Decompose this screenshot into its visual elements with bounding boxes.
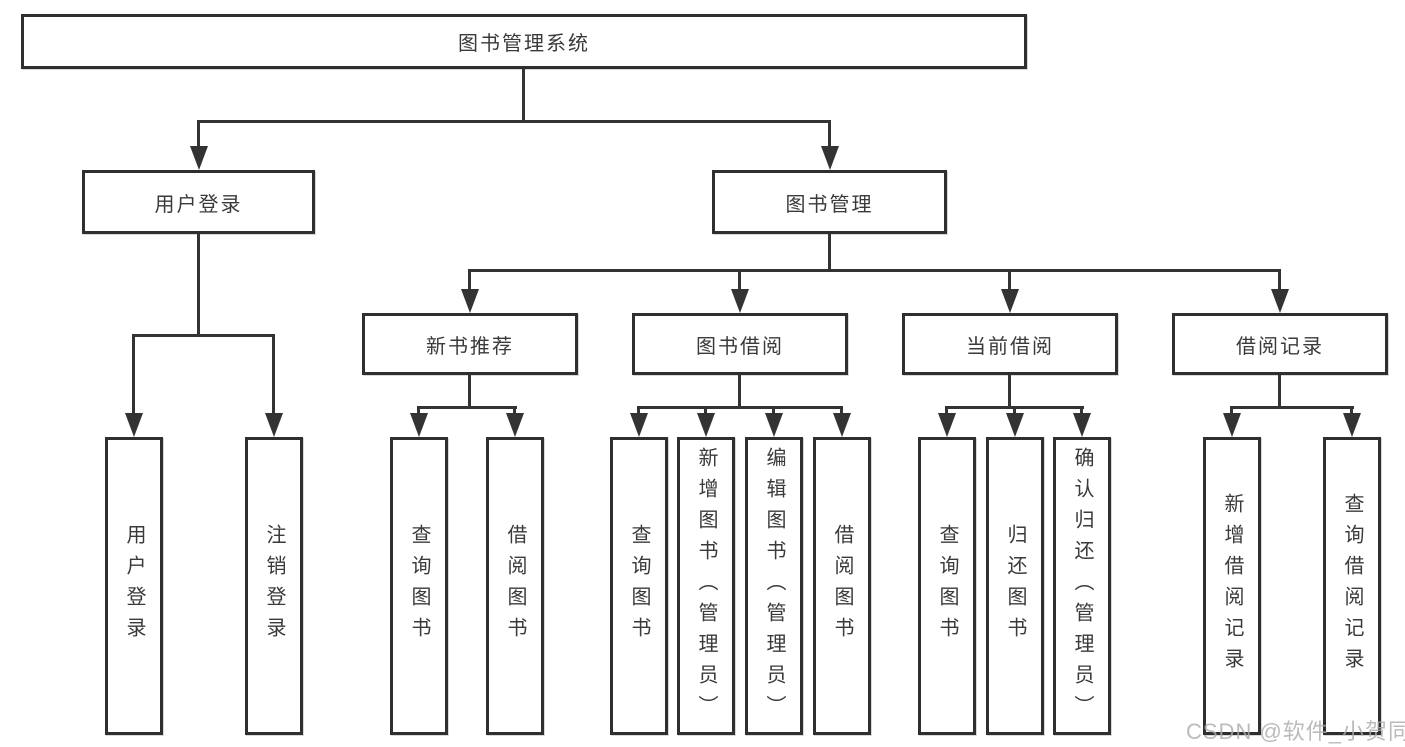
- node-leaf-logout-label: 注销登录: [263, 524, 285, 648]
- node-bb-borrow-books: 借阅图书: [813, 437, 871, 735]
- node-login-group: 用户登录: [82, 170, 315, 234]
- node-bb-add-books-label: 新增图书（管理员）: [695, 446, 717, 726]
- node-rec-query-books-label: 查询图书: [408, 524, 430, 648]
- node-book-borrow: 图书借阅: [632, 313, 848, 375]
- arrowhead-rec-borrow: [506, 413, 524, 437]
- node-leaf-logout: 注销登录: [245, 437, 303, 735]
- node-login-group-label: 用户登录: [154, 193, 243, 216]
- node-br-query-record: 查询借阅记录: [1323, 437, 1381, 735]
- node-cb-confirm-return-label: 确认归还（管理员）: [1071, 446, 1093, 726]
- node-new-book-rec: 新书推荐: [362, 313, 578, 375]
- arrowhead-mgmt: [821, 146, 839, 170]
- arrowhead-bb-query: [630, 413, 648, 437]
- connector-root-split: [197, 120, 831, 123]
- connector-rec-split: [417, 406, 517, 409]
- node-rec-query-books: 查询图书: [390, 437, 448, 735]
- connector-drop-logout: [272, 334, 275, 418]
- connector-drop-current-borrow: [1008, 269, 1011, 295]
- connector-drop-user-login: [132, 334, 135, 418]
- node-bb-query-books: 查询图书: [610, 437, 668, 735]
- connector-drop-book-borrow: [738, 269, 741, 295]
- node-leaf-user-login: 用户登录: [105, 437, 163, 735]
- node-cb-return-books: 归还图书: [986, 437, 1044, 735]
- node-current-borrow-label: 当前借阅: [966, 335, 1054, 358]
- arrowhead-current-borrow: [1001, 289, 1019, 313]
- arrowhead-user-login: [125, 413, 143, 437]
- arrowhead-login: [190, 146, 208, 170]
- node-bb-borrow-books-label: 借阅图书: [831, 524, 853, 648]
- node-book-mgmt: 图书管理: [712, 170, 947, 234]
- arrowhead-bb-add: [697, 413, 715, 437]
- connector-login-split: [132, 334, 275, 337]
- node-br-query-record-label: 查询借阅记录: [1341, 493, 1363, 679]
- arrowhead-new-book-rec: [461, 289, 479, 313]
- arrowhead-book-borrow: [731, 289, 749, 313]
- node-new-book-rec-label: 新书推荐: [426, 335, 514, 358]
- node-br-add-record: 新增借阅记录: [1203, 437, 1261, 735]
- node-cb-query-books-label: 查询图书: [936, 524, 958, 648]
- node-borrow-records-label: 借阅记录: [1236, 335, 1324, 358]
- arrowhead-borrow-records: [1271, 289, 1289, 313]
- connector-root-stem: [522, 69, 525, 122]
- connector-drop-new-book-rec: [468, 269, 471, 295]
- node-root-label: 图书管理系统: [458, 33, 590, 55]
- node-br-add-record-label: 新增借阅记录: [1221, 493, 1243, 679]
- connector-cb-stem: [1008, 375, 1011, 409]
- node-bb-edit-books: 编辑图书（管理员）: [745, 437, 803, 735]
- node-current-borrow: 当前借阅: [902, 313, 1118, 375]
- connector-drop-borrow-records: [1278, 269, 1281, 295]
- node-book-borrow-label: 图书借阅: [696, 335, 784, 358]
- node-rec-borrow-books-label: 借阅图书: [504, 524, 526, 648]
- node-cb-confirm-return: 确认归还（管理员）: [1053, 437, 1111, 735]
- arrowhead-cb-confirm: [1073, 413, 1091, 437]
- arrowhead-cb-return: [1006, 413, 1024, 437]
- connector-bb-split: [637, 406, 843, 409]
- node-cb-query-books: 查询图书: [918, 437, 976, 735]
- node-bb-edit-books-label: 编辑图书（管理员）: [763, 446, 785, 726]
- connector-drop-mgmt: [828, 120, 831, 152]
- arrowhead-logout: [265, 413, 283, 437]
- arrowhead-cb-query: [938, 413, 956, 437]
- connector-mgmt-split: [468, 269, 1281, 272]
- arrowhead-rec-query: [410, 413, 428, 437]
- node-book-mgmt-label: 图书管理: [785, 193, 874, 216]
- node-leaf-user-login-label: 用户登录: [123, 524, 145, 648]
- node-borrow-records: 借阅记录: [1172, 313, 1388, 375]
- connector-br-stem: [1278, 375, 1281, 409]
- connector-login-stem: [197, 234, 200, 337]
- node-root: 图书管理系统: [21, 14, 1027, 69]
- node-rec-borrow-books: 借阅图书: [486, 437, 544, 735]
- connector-rec-stem: [468, 375, 471, 409]
- arrowhead-bb-borrow: [833, 413, 851, 437]
- connector-br-split: [1230, 406, 1354, 409]
- connector-bb-stem: [738, 375, 741, 409]
- connector-mgmt-stem: [828, 234, 831, 272]
- arrowhead-bb-edit: [765, 413, 783, 437]
- node-bb-add-books: 新增图书（管理员）: [677, 437, 735, 735]
- arrowhead-br-query: [1343, 413, 1361, 437]
- arrowhead-br-add: [1223, 413, 1241, 437]
- node-bb-query-books-label: 查询图书: [628, 524, 650, 648]
- connector-drop-login: [197, 120, 200, 152]
- csdn-watermark: CSDN @软件_小贺同学: [1186, 719, 1405, 744]
- node-cb-return-books-label: 归还图书: [1004, 524, 1026, 648]
